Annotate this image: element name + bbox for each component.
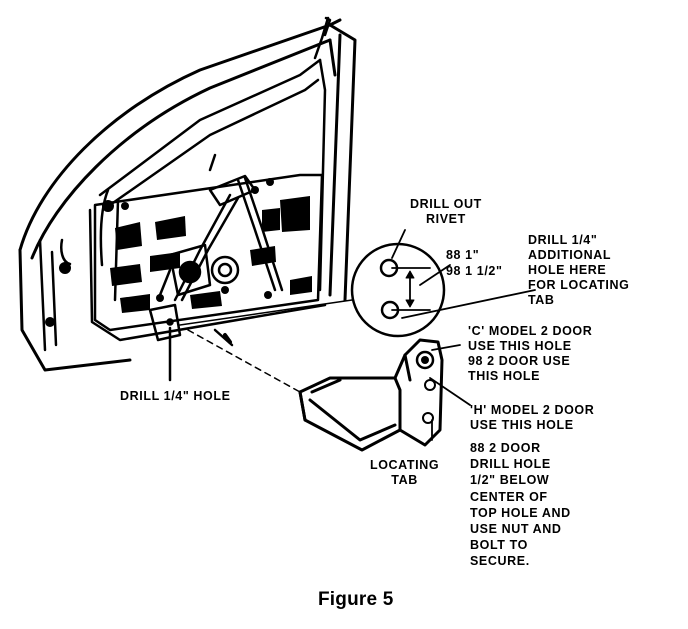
- leader-lines: [391, 229, 536, 441]
- tab-bracket: [298, 338, 444, 452]
- label-drill-hole: DRILL 1/4" HOLE: [120, 389, 231, 403]
- label-dim-88: 88 1": [446, 248, 480, 262]
- label-drill-88: 88 2 DOOR DRILL HOLE 1/2" BELOW CENTER O…: [470, 441, 571, 569]
- label-dim-98: 98 1 1/2": [446, 264, 503, 278]
- label-h-model: 'H' MODEL 2 DOOR USE THIS HOLE: [470, 403, 595, 432]
- inner-panel: [38, 173, 327, 352]
- door-shell: [18, 18, 357, 372]
- label-drill-additional: DRILL 1/4" ADDITIONAL HOLE HERE FOR LOCA…: [528, 233, 630, 307]
- window-frame: [98, 16, 332, 302]
- figure-caption: Figure 5: [318, 589, 394, 610]
- label-drill-out-rivet: DRILL OUT RIVET: [410, 197, 482, 226]
- alignment-line: [187, 329, 301, 393]
- drill-location: [148, 303, 234, 382]
- window-regulator: [158, 153, 284, 302]
- label-locating-tab: LOCATING TAB: [370, 458, 440, 487]
- label-c-model: 'C' MODEL 2 DOOR USE THIS HOLE 98 2 DOOR…: [468, 324, 593, 383]
